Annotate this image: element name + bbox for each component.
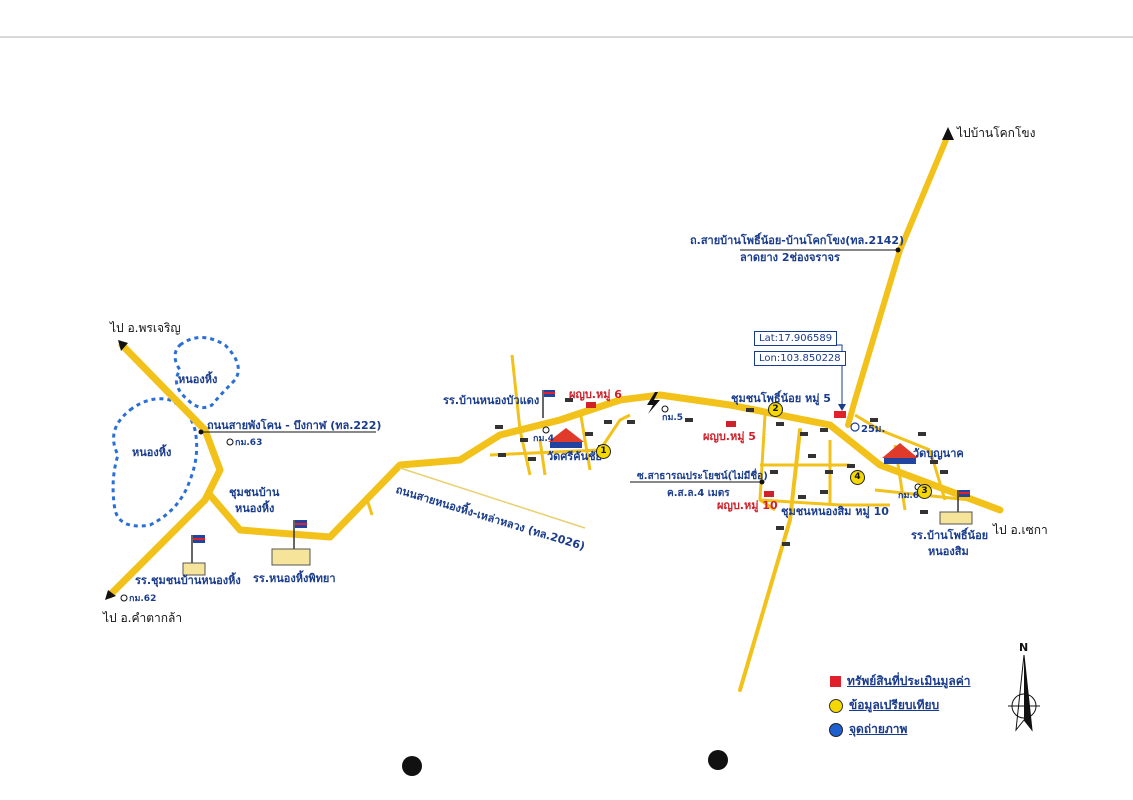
direction-to-seka: ไป อ.เซกา [993,523,1048,537]
arrow-north-icon [942,127,954,140]
photo-point-icon [850,422,860,432]
leader-dot [759,479,765,485]
road-2026 [206,391,1004,541]
legend-photo: จุดถ่ายภาพ [829,720,907,739]
soi-surface: ค.ส.ล.4 เมตร [667,488,730,499]
school-icons [182,390,973,576]
north-label: N [1019,641,1029,654]
pond-label-south: หนองหิ้ง [132,446,172,459]
community-phonoi-label: ชุมชนโพธิ์น้อย หมู่ 5 [731,392,831,405]
temple-icons [548,428,918,464]
subject-legend-icon [830,676,841,687]
subject-property-marker [834,411,846,418]
direction-to-bankokchong: ไปบ้านโคกโขง [957,126,1036,140]
school-nonghing-phitthaya-label: รร.หนองหิ้งพิทยา [253,572,336,585]
village-head-moo5: ผญบ.หมู่ 5 [703,430,756,443]
arrow-southwest-icon [105,590,116,600]
legend-photo-label: จุดถ่ายภาพ [849,722,908,736]
photo-point-label: 25ม. [861,424,886,435]
soi-label: ซ.สาธารณประโยชน์(ไม่มีชื่อ) [637,471,768,482]
local-streets [489,354,971,512]
road-2026-callout [399,467,586,529]
school-phonoi-label-line2: หนองสิม [928,545,969,558]
community-nongsom-label: ชุมชนหนองสิม หมู่ 10 [781,505,889,518]
comparable-marker-1: 1 [596,444,611,459]
km-62-label: กม.62 [129,594,157,604]
comparable-marker-3: 3 [917,484,932,499]
temple-srikhunchai-label: วัดศรีคันชัย [547,450,602,463]
pond-label-north: หนองหิ้ง [178,373,218,386]
school-phonoi-label-line1: รร.บ้านโพธิ์น้อย [911,529,989,542]
community-nonghing-line2: หนองหิ้ง [235,502,275,515]
road-2142-surface: ลาดยาง 2ช่องจราจร [740,251,840,264]
road-2142 [845,132,951,428]
comparable-marker-2: 2 [768,402,783,417]
camera-legend-icon [829,722,843,737]
road-south [738,428,802,692]
pond-outline-north [173,336,240,410]
house-icons [495,398,948,546]
roads [106,132,1004,692]
legend-subject-label: ทรัพย์สินที่ประเมินมูลค่า [847,674,971,688]
longitude-label: Lon:103.850228 [754,351,846,366]
latitude-label: Lat:17.906589 [754,331,838,346]
north-arrow-icon [1008,654,1040,732]
road-2142-label: ถ.สายบ้านโพธิ์น้อย-บ้านโคกโขง(ทล.2142) [690,234,905,247]
comparable-marker-4: 4 [850,470,865,485]
direction-to-phonjaroen: ไป อ.พรเจริญ [110,321,181,335]
comparable-legend-icon [829,698,843,713]
legend-comparable: ข้อมูลเปรียบเทียบ [829,696,939,715]
legend-subject: ทรัพย์สินที่ประเมินมูลค่า [830,672,971,691]
village-head-moo6: ผญบ.หมู่ 6 [569,388,622,401]
leader-dot [198,429,204,435]
temple-bunnak-label: วัดบุญนาค [913,447,964,460]
punch-hole [402,756,422,776]
leader-dot [895,247,901,253]
road-222-label: ถนนสายพังโคน - บึงกาฬ (ทล.222) [207,419,382,432]
arrow-northwest-icon [118,340,128,351]
coord-arrow [838,404,846,411]
community-nonghing-line1: ชุมชนบ้าน [229,486,280,499]
km-5-label: กม.5 [662,413,684,423]
direction-to-khamtakla: ไป อ.คำตากล้า [103,611,183,625]
road-222 [106,341,224,599]
legend-comparable-label: ข้อมูลเปรียบเทียบ [849,698,940,712]
km-63-label: กม.63 [235,438,263,448]
pond-outline-south [111,397,199,528]
km-4-label: กม.4 [533,434,555,444]
power-station-icon [647,392,660,414]
km-6-label: กม.6 [898,491,920,501]
school-chumchon-nonghing-label: รร.ชุมชนบ้านหนองหิ้ง [135,574,241,587]
road-tick [364,495,374,516]
village-head-icons [586,402,774,497]
village-head-moo10: ผญบ.หมู่ 10 [717,499,778,512]
school-nongbuadaeng-label: รร.บ้านหนองบัวแดง [443,394,540,407]
punch-hole [708,750,728,770]
